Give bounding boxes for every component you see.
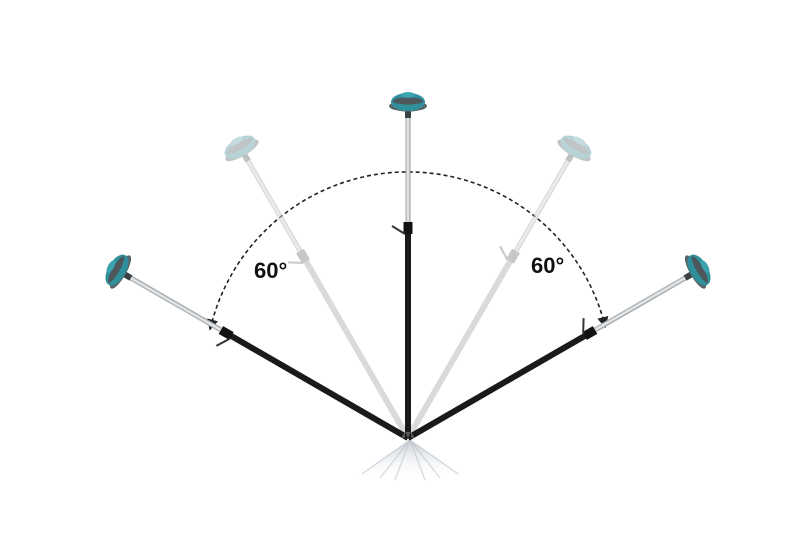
survey-pole-mid-right <box>405 135 592 440</box>
pole-upper-section <box>510 154 574 258</box>
pole-tip <box>405 432 411 438</box>
pole-lower-section <box>406 330 592 441</box>
gnss-receiver-icon <box>105 254 133 289</box>
pole-clamp-lever <box>215 337 231 347</box>
angle-label-right: 60° <box>531 253 564 278</box>
pole-clamp <box>403 222 413 234</box>
ground-reflection <box>350 439 470 481</box>
gnss-receiver-icon <box>557 135 592 163</box>
pole-lower-section <box>405 254 516 440</box>
gnss-receiver-icon <box>224 135 259 163</box>
pole-clamp-lever <box>582 318 585 334</box>
pole-upper-section <box>405 112 411 228</box>
pole-upper-section <box>124 272 228 336</box>
survey-pole-mid-left <box>224 135 411 440</box>
survey-pole-far-right <box>406 254 711 441</box>
gnss-receiver-icon <box>389 92 427 118</box>
pole-upper-section <box>588 272 692 336</box>
pole-clamp <box>582 326 598 340</box>
survey-pole-far-left <box>105 254 410 441</box>
pole-clamp-lever <box>391 225 406 235</box>
angle-label-left: 60° <box>254 258 287 283</box>
pole-lower-section <box>300 254 411 440</box>
pole-clamp <box>506 248 520 264</box>
pole-clamp-lever <box>288 261 304 264</box>
gnss-receiver-icon <box>683 254 711 289</box>
pole-lower-section <box>405 228 411 438</box>
pole-upper-section <box>242 154 306 258</box>
pole-clamp <box>218 326 234 340</box>
pole-lower-section <box>224 330 410 441</box>
pole-clamp-lever <box>499 245 509 261</box>
survey-pole-center <box>389 92 427 438</box>
pole-clamp <box>296 248 310 264</box>
